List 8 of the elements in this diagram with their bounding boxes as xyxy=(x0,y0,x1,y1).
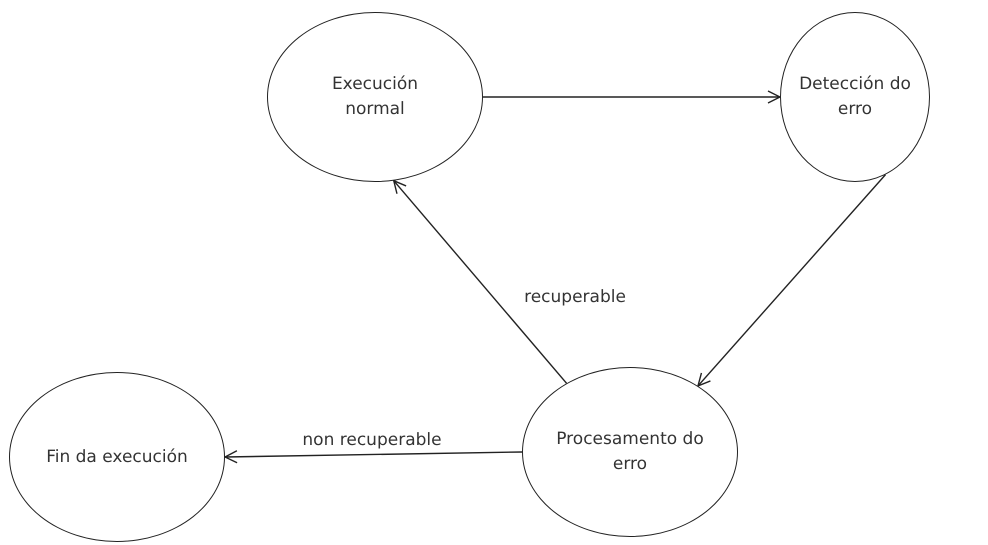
arrow xyxy=(483,90,781,104)
state-label: Detección do erro xyxy=(798,73,912,121)
arrow xyxy=(224,450,522,464)
arrow xyxy=(697,174,886,387)
state-label: Execución normal xyxy=(330,73,420,121)
state-label: Procesamento do erro xyxy=(555,428,705,476)
arrow xyxy=(393,180,568,384)
state-label: Fin da execución xyxy=(46,446,188,469)
